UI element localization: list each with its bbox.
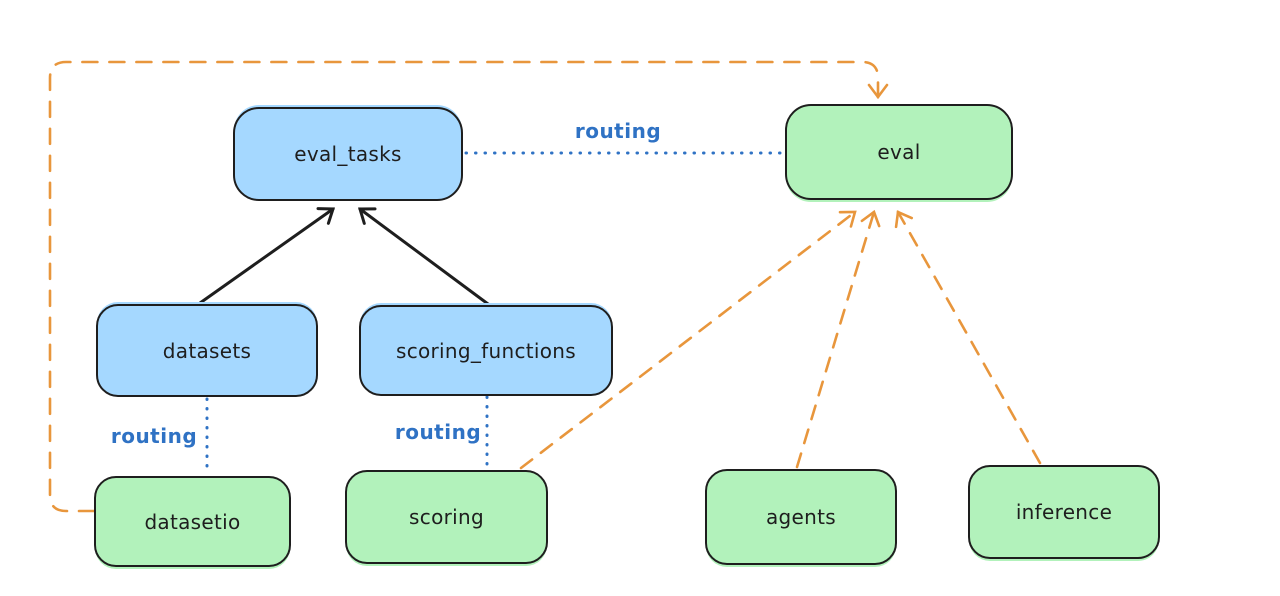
node-eval: eval bbox=[785, 104, 1013, 200]
edge-datasets-to-eval-tasks bbox=[198, 207, 336, 305]
edge-agents-to-eval bbox=[795, 209, 881, 469]
node-scoring-functions-label: scoring_functions bbox=[395, 338, 577, 363]
node-datasetio-label: datasetio bbox=[144, 509, 241, 534]
edge-label-routing-eval-tasks-eval: routing bbox=[574, 119, 662, 143]
node-datasets-label: datasets bbox=[162, 338, 252, 363]
edge-label-routing-scoring-functions-scoring: routing bbox=[394, 420, 482, 444]
node-eval-tasks-label: eval_tasks bbox=[294, 142, 402, 166]
node-agents: agents bbox=[705, 469, 897, 565]
node-inference-label: inference bbox=[1015, 500, 1113, 524]
node-scoring-functions: scoring_functions bbox=[359, 305, 613, 396]
node-eval-tasks: eval_tasks bbox=[233, 107, 463, 201]
edge-scoring-functions-to-eval-tasks bbox=[357, 207, 490, 306]
edge-inference-to-eval bbox=[894, 210, 1042, 465]
node-datasets: datasets bbox=[96, 304, 318, 397]
node-scoring: scoring bbox=[345, 470, 548, 564]
node-inference: inference bbox=[968, 465, 1160, 559]
node-datasetio: datasetio bbox=[94, 476, 291, 567]
node-agents-label: agents bbox=[766, 505, 836, 529]
node-scoring-label: scoring bbox=[409, 505, 484, 529]
edge-label-routing-datasets-datasetio: routing bbox=[110, 424, 198, 448]
node-eval-label: eval bbox=[877, 140, 921, 164]
